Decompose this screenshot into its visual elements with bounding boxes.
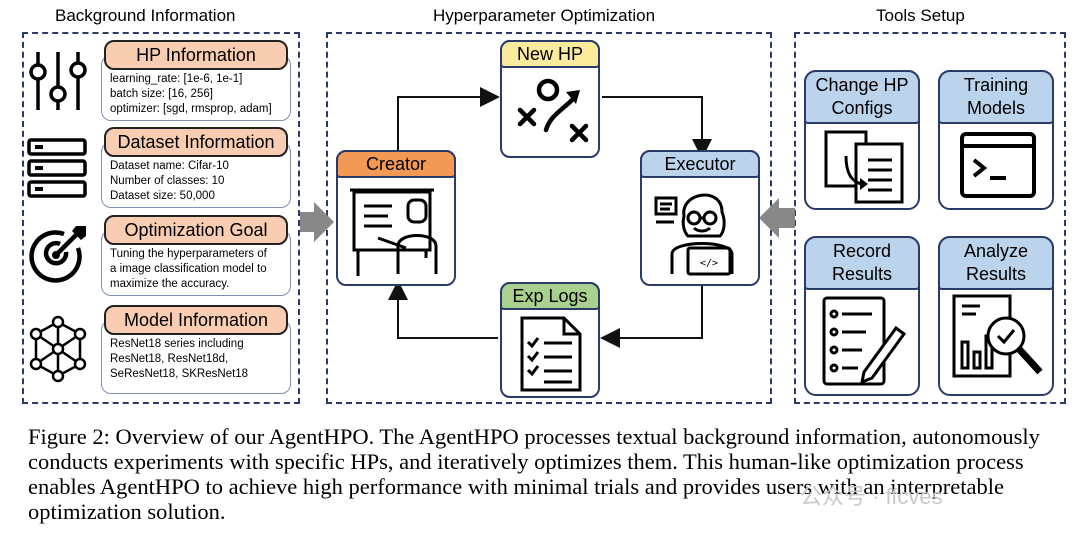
neural-network-icon (29, 315, 87, 383)
new-hp-card: New HP (500, 40, 600, 158)
tool-line: Record (832, 241, 892, 261)
programmer-icon: </> (654, 193, 734, 276)
hp-line-3: optimizer: [sgd, rmsprop, adam] (110, 103, 272, 115)
model-information-title: Model Information (104, 305, 288, 335)
tool-line: Training (963, 75, 1029, 95)
tool-change-hp-configs-label: Change HP Configs (804, 70, 920, 124)
creator-card: Creator (336, 150, 456, 286)
tool-line: Change HP (815, 75, 909, 95)
exp-logs-card: Exp Logs (500, 282, 600, 398)
new-hp-label: New HP (500, 40, 600, 68)
dataset-information-title: Dataset Information (104, 127, 288, 157)
svg-text:</>: </> (700, 258, 718, 269)
model-line-2: ResNet18, ResNet18d, (110, 353, 229, 365)
tool-line: Models (966, 98, 1026, 118)
figure-caption: Figure 2: Overview of our AgentHPO. The … (28, 424, 1040, 524)
dataset-line-2: Number of classes: 10 (110, 175, 225, 187)
tool-analyze-results: Analyze Results (938, 236, 1054, 396)
dataset-line-3: Dataset size: 50,000 (110, 190, 215, 202)
tool-record-results: Record Results (804, 236, 920, 396)
tool-line: Results (831, 264, 893, 284)
section-title-hpo: Hyperparameter Optimization (433, 6, 656, 25)
tool-line: Configs (831, 98, 893, 118)
tools-frame (794, 32, 1066, 404)
tool-line: Analyze (963, 241, 1029, 261)
model-line-1: ResNet18 series including (110, 338, 244, 350)
presenter-icon (350, 188, 438, 276)
tool-analyze-results-label: Analyze Results (938, 236, 1054, 290)
section-title-background: Background Information (55, 6, 236, 25)
checklist-document-icon (520, 316, 582, 392)
sliders-icon (29, 52, 87, 110)
goal-line-1: Tuning the hyperparameters of (110, 248, 267, 260)
tool-training-models: Training Models (938, 70, 1054, 210)
terminal-icon (960, 132, 1036, 198)
optimization-goal-title: Optimization Goal (104, 215, 288, 245)
executor-card: Executor </> (640, 150, 760, 286)
dataset-line-1: Dataset name: Cifar-10 (110, 160, 229, 172)
hp-line-1: learning_rate: [1e-6, 1e-1] (110, 73, 243, 85)
creator-label: Creator (336, 150, 456, 178)
exp-logs-label: Exp Logs (500, 282, 600, 310)
tool-training-models-label: Training Models (938, 70, 1054, 124)
tool-record-results-label: Record Results (804, 236, 920, 290)
input-arrow-right (759, 198, 795, 238)
model-line-3: SeResNet18, SKResNet18 (110, 368, 249, 380)
tool-change-hp-configs: Change HP Configs (804, 70, 920, 210)
goal-line-2: a image classification model to (110, 263, 267, 275)
server-icon (27, 138, 87, 198)
executor-label: Executor (640, 150, 760, 178)
cycle-arrows (388, 87, 712, 348)
strategy-play-icon (517, 78, 589, 143)
checklist-icon (822, 296, 907, 386)
tool-line: Results (965, 264, 1027, 284)
input-arrow-left (300, 202, 334, 242)
background-frame (22, 32, 300, 404)
goal-line-3: maximize the accuracy. (110, 278, 230, 290)
target-icon (29, 226, 86, 283)
hp-line-2: batch size: [16, 256] (110, 88, 213, 100)
analysis-icon (952, 294, 1043, 378)
section-title-tools: Tools Setup (876, 6, 965, 25)
watermark: 公众号 · ffcves (800, 484, 943, 509)
hp-information-title: HP Information (104, 40, 288, 70)
documents-icon (824, 130, 904, 204)
